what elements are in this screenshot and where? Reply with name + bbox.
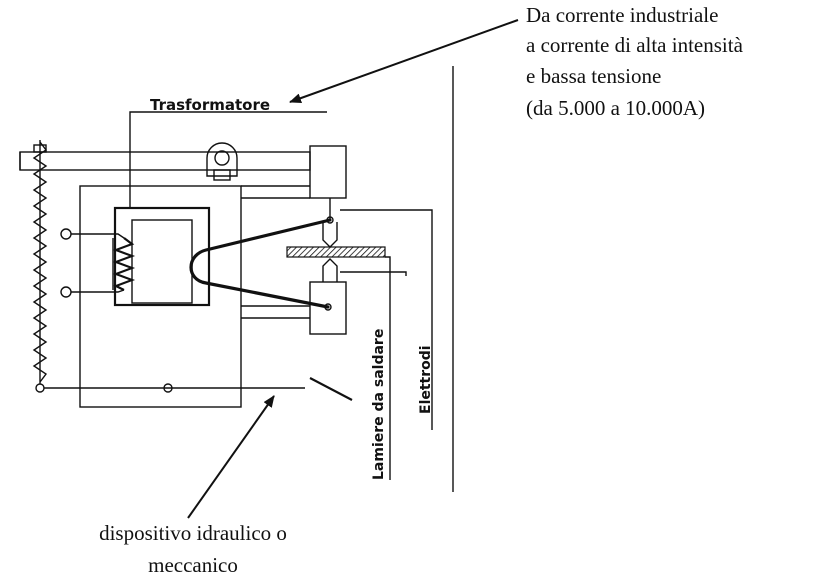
current-annotation-line4: (da 5.000 a 10.000A) — [526, 96, 705, 120]
sheets-leader — [385, 256, 391, 480]
terminal-top — [60, 228, 72, 240]
valve — [163, 383, 173, 393]
machine-frame — [79, 185, 242, 408]
sheets-label: Lamiere da saldare — [371, 329, 387, 480]
upper-electrode-tip — [322, 222, 338, 248]
current-annotation-line1: Da corrente industriale — [526, 3, 718, 27]
primary-coil — [112, 237, 136, 291]
transformer-leader — [129, 111, 327, 208]
sheets-to-weld — [286, 246, 386, 258]
current-annotation-line3: e bassa tensione — [526, 64, 661, 88]
electrodes-leader — [340, 209, 433, 430]
secondary-loop — [189, 218, 332, 309]
switch-lever — [309, 377, 353, 401]
terminal-bottom — [60, 286, 72, 298]
device-annotation-line2: meccanico — [148, 553, 238, 577]
transformer-label: Trasformatore — [150, 96, 270, 114]
spring-column — [32, 141, 48, 383]
hinge — [206, 142, 238, 177]
upper-arm — [19, 151, 311, 171]
electrodes-label: Elettrodi — [418, 345, 434, 414]
upper-electrode-holder — [309, 145, 347, 199]
device-annotation-line1: dispositivo idraulico o — [99, 521, 287, 545]
current-arrow — [289, 19, 519, 103]
lower-electrode-tip — [322, 258, 338, 282]
transformer-core — [113, 206, 211, 307]
current-annotation-line2: a corrente di alta intensità — [526, 33, 744, 57]
lower-electrode-holder — [309, 281, 347, 335]
pivot-joint — [35, 383, 45, 393]
device-arrow — [187, 395, 275, 519]
